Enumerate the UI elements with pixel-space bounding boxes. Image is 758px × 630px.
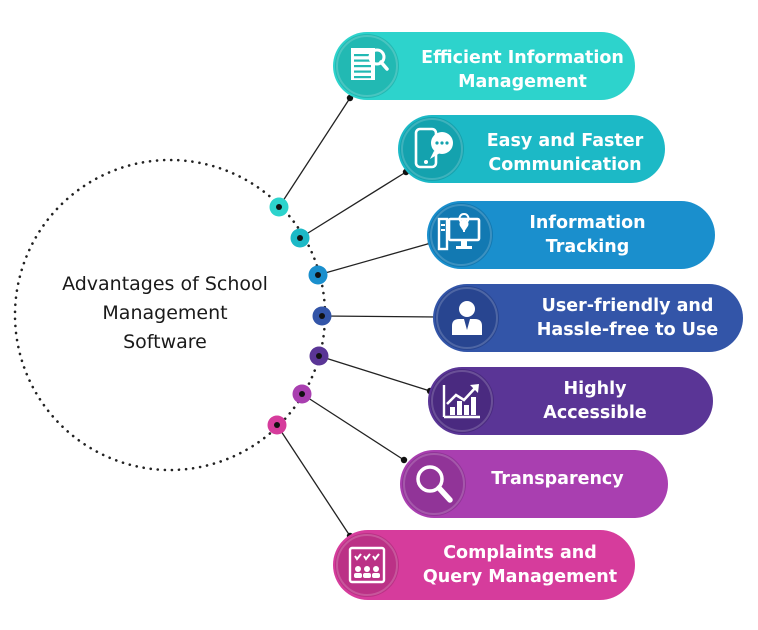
connector-line [301, 393, 405, 461]
phone-chat-icon [414, 127, 453, 169]
connector-dot [400, 456, 408, 464]
label-line-2: Management [458, 72, 587, 92]
icon-circle-ring [436, 287, 498, 349]
circle-node-center [319, 313, 325, 319]
connector-line [278, 97, 351, 208]
pill-background [427, 201, 715, 269]
label-highly-accessible: Highly Accessible [515, 377, 675, 425]
icon-circle [335, 533, 399, 597]
label-line-1: Easy and Faster [486, 131, 644, 151]
pill-background [398, 115, 665, 183]
label-line-2: Tracking [545, 237, 630, 257]
label-line-1: Highly [563, 379, 627, 399]
circle-node-center [315, 272, 321, 278]
pill-background [433, 284, 743, 352]
document-search-icon [351, 48, 389, 80]
connector-line [299, 171, 407, 239]
label-line-2: Communication [488, 155, 642, 175]
magnifier-icon [416, 465, 453, 503]
label-line-1: Complaints and [443, 543, 597, 563]
label-efficient-information: Efficient Information Management [400, 46, 645, 94]
connector-line [321, 315, 439, 318]
icons [348, 48, 482, 584]
checklist-board-icon [348, 546, 386, 584]
connector-line [318, 355, 431, 392]
title-line-2: Management [102, 302, 228, 324]
icon-circle-ring [336, 35, 398, 97]
icon-circle [402, 452, 466, 516]
icon-circle-ring [430, 204, 492, 266]
label-line-2: Query Management [422, 567, 618, 587]
icon-circle [435, 286, 499, 350]
connector-dot [346, 94, 354, 102]
icon-circle-ring [431, 370, 493, 432]
circle-node-center [297, 235, 303, 241]
label-line-1: Information [529, 213, 646, 233]
label-information-tracking: Information Tracking [495, 211, 680, 259]
center-title: Advantages of School Management Software [30, 270, 300, 357]
circle-nodes [267, 197, 332, 435]
computer-tracking-icon [437, 213, 481, 251]
label-complaints-query: Complaints and Query Management [405, 541, 635, 589]
label-user-friendly: User-friendly and Hassle-free to Use [520, 294, 735, 342]
title-line-3: Software [123, 331, 207, 353]
circle-node-center [299, 391, 305, 397]
label-line-1: Efficient Information [421, 48, 624, 68]
label-line-2: Hassle-free to Use [536, 320, 719, 340]
circle-node-center [276, 204, 282, 210]
icon-circle-ring [403, 453, 465, 515]
circle-node-center [316, 353, 322, 359]
icon-circle-ring [401, 118, 463, 180]
title-line-1: Advantages of School [62, 273, 268, 295]
label-transparency: Transparency [470, 467, 645, 491]
icon-circle-ring [336, 534, 398, 596]
label-line-2: Accessible [543, 403, 647, 423]
label-easy-communication: Easy and Faster Communication [470, 129, 660, 177]
user-icon [452, 301, 482, 335]
label-line-1: User-friendly and [541, 296, 714, 316]
icon-circle [400, 117, 464, 181]
pill-background [400, 450, 668, 518]
connector-line [317, 242, 432, 276]
circle-node-center [274, 422, 280, 428]
connector-line [276, 424, 351, 537]
label-line-1: Transparency [491, 469, 624, 489]
pill-background [333, 32, 635, 100]
pill-background [333, 530, 635, 600]
pill-background [428, 367, 713, 435]
growth-chart-icon [442, 384, 480, 419]
